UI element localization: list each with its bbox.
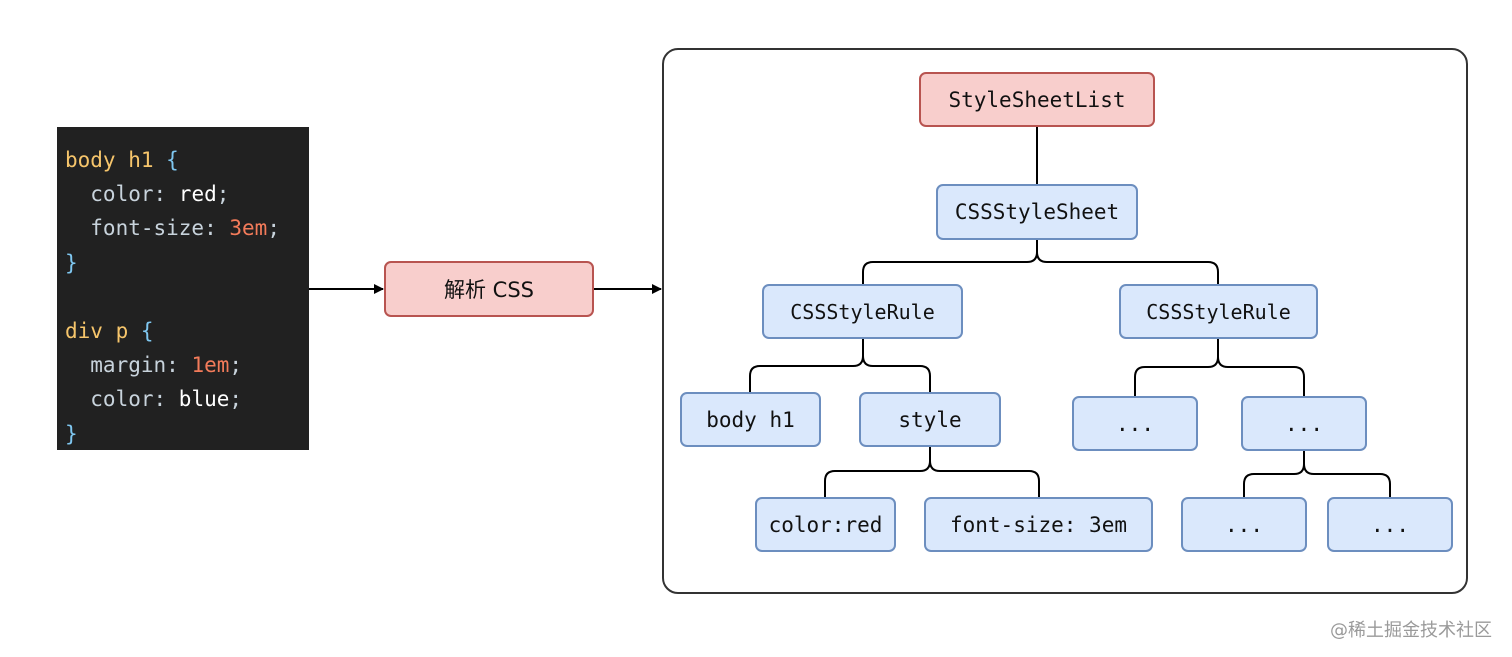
- code-token: 3em: [229, 216, 268, 241]
- ellipsis-node-3: ...: [1181, 497, 1307, 552]
- cssstylesheet-node: CSSStyleSheet: [936, 184, 1138, 240]
- edge-style-font: [929, 460, 1040, 497]
- edge-style-color: [824, 447, 931, 497]
- code-line: color: red;: [65, 177, 309, 211]
- code-line: }: [65, 417, 309, 451]
- code-line: margin: 1em;: [65, 348, 309, 382]
- edge-ellipsis-3: [1243, 451, 1305, 497]
- selector-node: body h1: [680, 392, 821, 447]
- code-token: 1em: [191, 353, 230, 378]
- edge-rule-selector: [749, 339, 864, 392]
- code-token: {: [140, 318, 154, 343]
- code-token: ;: [267, 216, 280, 241]
- edge-ellipsis-4: [1303, 463, 1391, 497]
- code-token: font-size:: [65, 216, 230, 241]
- stylesheetlist-node: StyleSheetList: [919, 72, 1155, 127]
- code-token: red: [178, 182, 217, 207]
- style-node: style: [859, 392, 1001, 447]
- code-token: ;: [229, 387, 243, 412]
- code-token: }: [65, 421, 78, 446]
- code-token: color:: [65, 182, 179, 207]
- declaration-color-node: color:red: [755, 497, 896, 552]
- code-token: }: [65, 250, 78, 275]
- code-token: body h1: [65, 148, 167, 172]
- edge-rule-style: [862, 355, 931, 392]
- code-line: }: [65, 246, 309, 280]
- edge-rule-ellipsis-1: [1134, 339, 1219, 396]
- cssstylerule-left-node: CSSStyleRule: [762, 284, 963, 339]
- code-token: ;: [229, 353, 243, 378]
- edge-sheet-rule-left: [862, 240, 1038, 284]
- ellipsis-node-2: ...: [1241, 396, 1367, 451]
- ellipsis-node-1: ...: [1072, 396, 1198, 451]
- code-line: font-size: 3em;: [65, 211, 309, 245]
- code-token: margin:: [65, 353, 192, 378]
- code-token: color:: [65, 387, 179, 412]
- ellipsis-node-4: ...: [1327, 497, 1453, 552]
- cssstylerule-right-node: CSSStyleRule: [1119, 284, 1318, 339]
- code-token: {: [166, 148, 179, 172]
- css-code-block: body h1 { color: red; font-size: 3em;} di…: [57, 127, 309, 450]
- code-line: div p {: [65, 314, 309, 348]
- code-line: body h1 {: [65, 143, 309, 177]
- code-line: color: blue;: [65, 382, 309, 416]
- code-token: ;: [216, 182, 230, 207]
- edge-rule-ellipsis-2: [1217, 356, 1305, 396]
- code-token: div p: [65, 318, 141, 343]
- parse-css-node: 解析 CSS: [384, 261, 594, 317]
- watermark: @稀土掘金技术社区: [1330, 620, 1492, 641]
- declaration-font-size-node: font-size: 3em: [924, 497, 1153, 552]
- edge-sheet-rule-right: [1036, 251, 1219, 284]
- code-token: blue: [178, 387, 230, 412]
